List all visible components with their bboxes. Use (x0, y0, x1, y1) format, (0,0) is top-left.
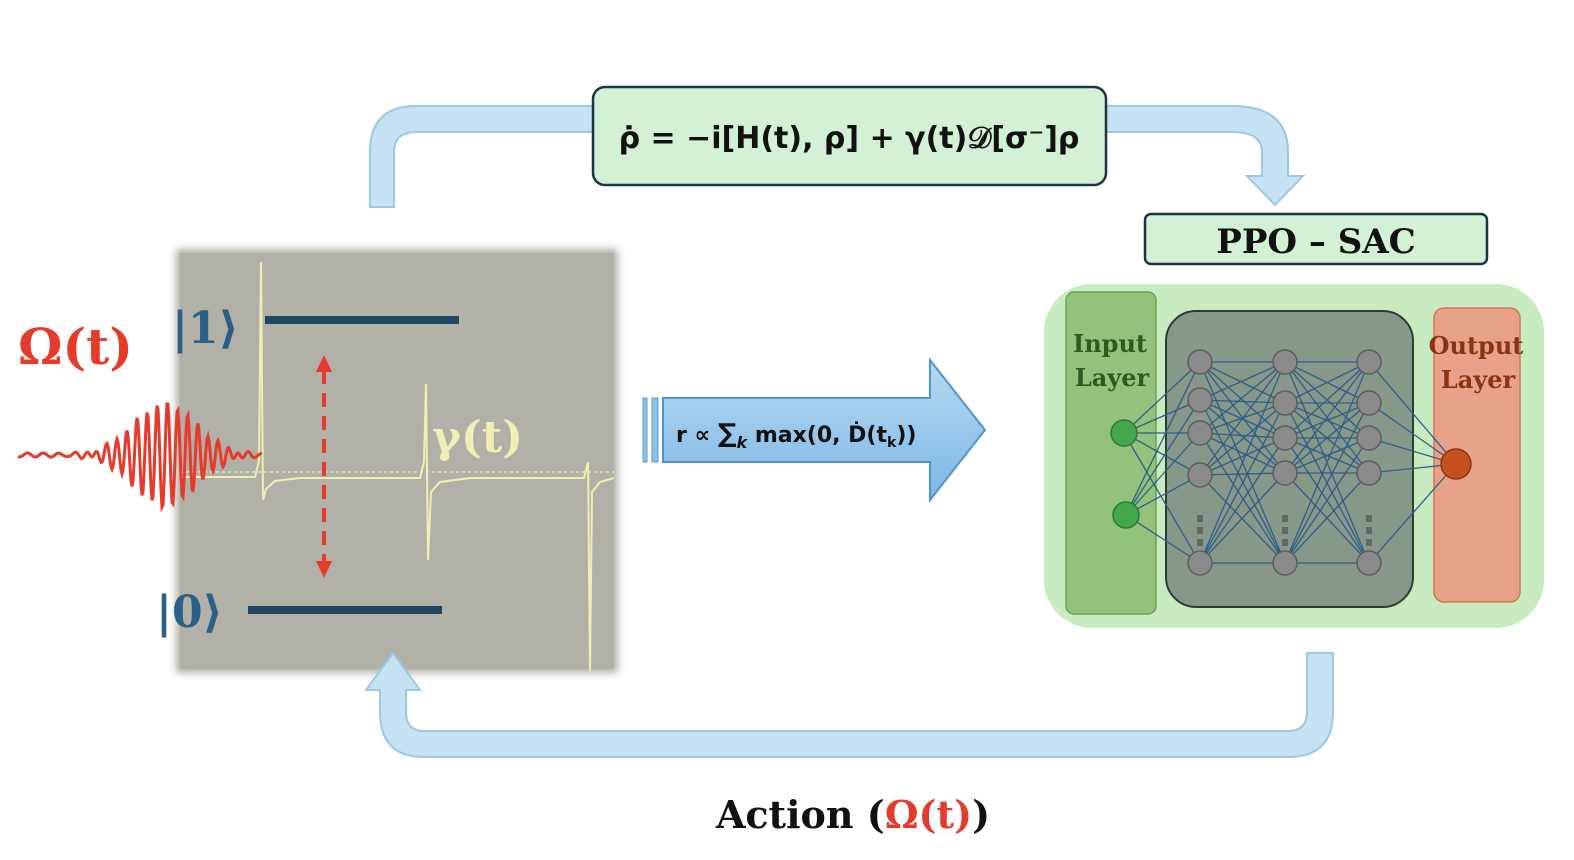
network-edge (1199, 437, 1286, 564)
network-edge (1284, 361, 1370, 439)
reward-arrow (642, 357, 987, 503)
ellipsis-dot (1366, 539, 1372, 546)
network-edge (1284, 361, 1370, 564)
network-edge (1368, 402, 1457, 465)
hidden-node (1187, 550, 1213, 576)
input-layer-label-line2: Layer (1075, 363, 1150, 392)
hidden-node (1356, 550, 1382, 576)
output-layer-label-line2: Layer (1441, 365, 1516, 394)
network-edge (1284, 402, 1370, 439)
hidden-node (1356, 460, 1382, 486)
network-edge (1199, 402, 1286, 476)
master-equation-box (591, 85, 1108, 187)
network-edge (1368, 463, 1457, 564)
network-edge (1125, 514, 1201, 564)
network-edge (1199, 361, 1286, 439)
master-equation: ρ̇ = −i[H(t), ρ] + γ(t)𝒟[σ⁻]ρ (619, 121, 1080, 156)
network-edge (1284, 402, 1370, 564)
output-layer-label-line1: Output (1429, 331, 1524, 360)
ground-state-label: |0⟩ (156, 587, 223, 638)
hidden-node (1272, 550, 1298, 576)
output-layer-column (1433, 307, 1521, 603)
network-edge (1199, 472, 1286, 476)
hidden-node (1272, 349, 1298, 375)
hidden-node (1356, 425, 1382, 451)
network-edge (1123, 432, 1201, 476)
network-edge (1199, 361, 1286, 476)
input-node (1110, 419, 1138, 447)
algorithm-label-box (1143, 212, 1489, 266)
network-edge (1199, 399, 1286, 564)
network-edge (1284, 402, 1370, 474)
transition-arrow (316, 355, 332, 578)
hidden-node (1187, 420, 1213, 446)
network-edge (1199, 399, 1286, 474)
output-node (1440, 448, 1472, 480)
network-edge (1284, 472, 1370, 564)
ellipsis-dot (1366, 515, 1372, 522)
network-edge (1199, 472, 1286, 564)
ellipsis-dot (1366, 527, 1372, 534)
network-edge (1123, 399, 1201, 434)
network-edge (1199, 399, 1286, 404)
hidden-node (1272, 460, 1298, 486)
network-edge (1199, 432, 1286, 439)
network-edge (1284, 437, 1370, 564)
network-edge (1199, 432, 1286, 474)
ellipsis-dot (1197, 527, 1203, 534)
network-edge (1125, 361, 1201, 516)
hidden-node (1356, 390, 1382, 416)
ellipsis-dot (1282, 539, 1288, 546)
hidden-node (1187, 462, 1213, 488)
hidden-node (1272, 425, 1298, 451)
network-edge (1123, 432, 1201, 564)
hidden-node (1272, 390, 1298, 416)
ellipsis-dot (1282, 515, 1288, 522)
network-edge (1199, 432, 1286, 564)
network-edge (1368, 361, 1457, 465)
network-edge (1125, 474, 1201, 516)
ellipsis-dot (1282, 527, 1288, 534)
input-layer-label-line1: Input (1073, 329, 1147, 358)
network-edge (1123, 361, 1201, 434)
network-edge (1199, 437, 1286, 476)
algorithm-label: PPO – SAC (1216, 222, 1415, 262)
decay-label: γ(t) (432, 412, 523, 463)
drive-pulse-wave (17, 402, 263, 513)
action-label: Action (Ω(t)) (715, 792, 990, 837)
network-edge (1125, 399, 1201, 516)
hidden-node (1187, 349, 1213, 375)
network-edge (1199, 361, 1286, 401)
action-feedback-arrow (364, 651, 1334, 758)
network-edge (1284, 361, 1370, 474)
decay-rate-trace (180, 261, 615, 673)
hidden-node (1187, 387, 1213, 413)
ellipsis-dot (1197, 539, 1203, 546)
network-edge (1284, 437, 1370, 474)
reward-formula: r ∝ ∑k max(0, Ḋ(tk)) (676, 419, 916, 452)
network-nodes (1110, 349, 1472, 576)
drive-label: Ω(t) (18, 317, 133, 376)
network-edge (1125, 432, 1201, 516)
excited-state-label: |1⟩ (172, 303, 239, 354)
network-edge (1284, 361, 1370, 404)
hidden-node (1356, 349, 1382, 375)
input-node (1112, 501, 1140, 529)
network-edge (1199, 361, 1286, 434)
network-edge (1199, 361, 1286, 564)
network-edge (1199, 402, 1286, 564)
network-edge (1199, 474, 1286, 564)
ellipsis-dot (1197, 515, 1203, 522)
